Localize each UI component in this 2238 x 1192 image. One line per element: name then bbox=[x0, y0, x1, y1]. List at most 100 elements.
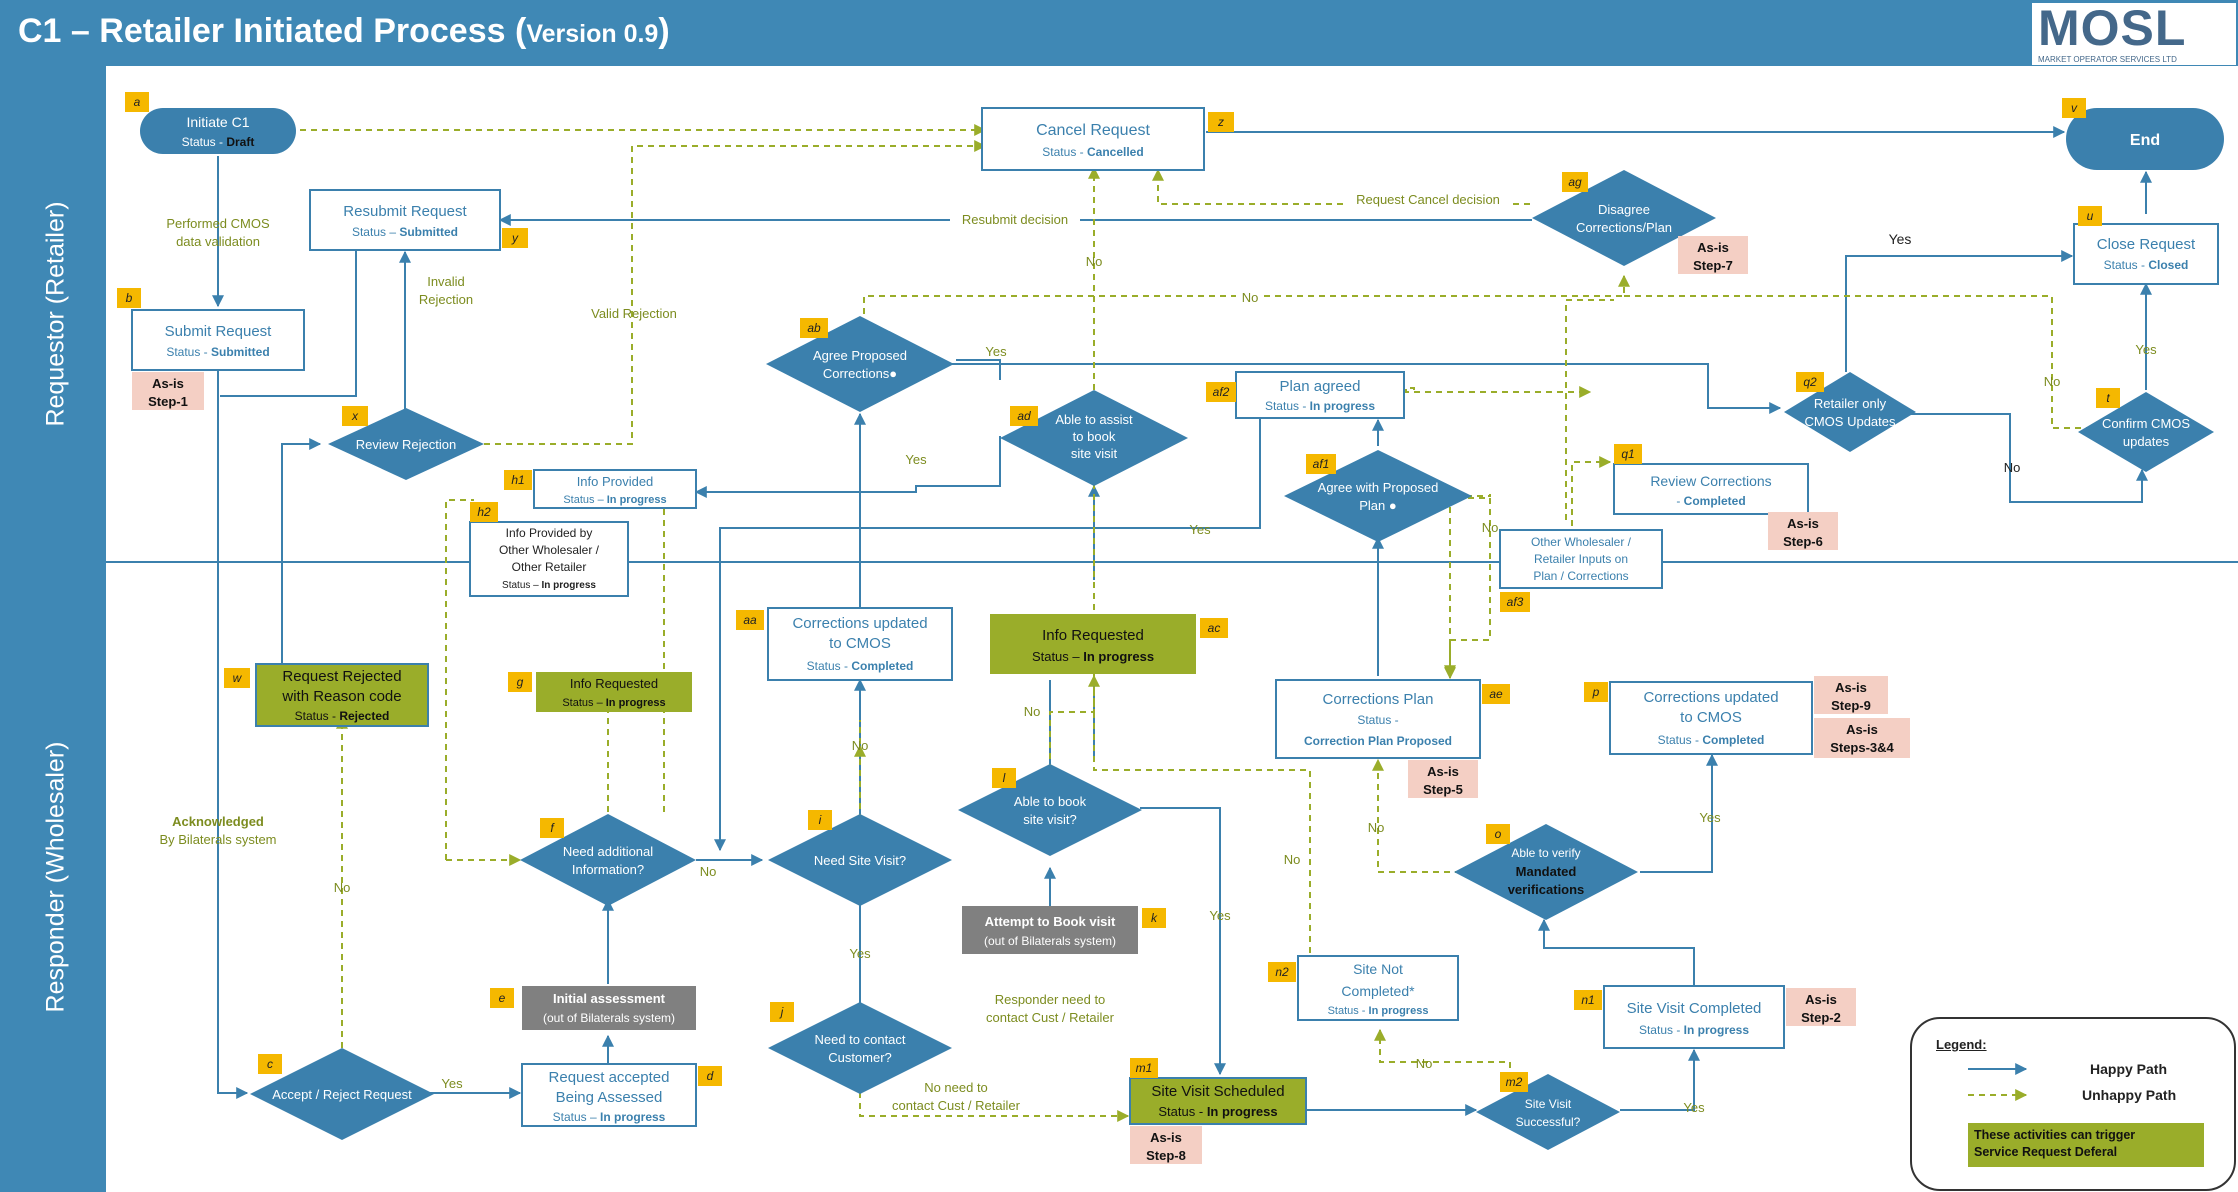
tag-h2: h2 bbox=[477, 505, 491, 519]
node-ab-agree-proposed-corrections: Agree Proposed Corrections● bbox=[766, 316, 954, 412]
svg-text:Status – In progress: Status – In progress bbox=[502, 580, 596, 591]
svg-text:Confirm CMOS: Confirm CMOS bbox=[2102, 416, 2190, 431]
svg-text:As-is: As-is bbox=[1697, 240, 1729, 255]
svg-text:As-is: As-is bbox=[1427, 764, 1459, 779]
svg-text:Attempt to Book visit: Attempt to Book visit bbox=[985, 914, 1116, 929]
svg-text:As-is: As-is bbox=[1835, 680, 1867, 695]
svg-text:Status -: Status - bbox=[1357, 713, 1398, 727]
node-af2-plan-agreed: Plan agreed Status - In progress bbox=[1235, 371, 1405, 419]
svg-text:Status - Draft: Status - Draft bbox=[182, 135, 255, 149]
label-no-i: No bbox=[852, 738, 869, 753]
legend-unhappy-path: Unhappy Path bbox=[2082, 1087, 2177, 1103]
node-b-submit-request: Submit Request Status - Submitted bbox=[131, 309, 305, 371]
node-w-request-rejected: Request Rejected with Reason code Status… bbox=[255, 663, 429, 727]
label-yes-ab: Yes bbox=[985, 344, 1007, 359]
svg-text:Status – Submitted: Status – Submitted bbox=[352, 225, 458, 239]
label-valid-rejection: Valid Rejection bbox=[591, 306, 677, 321]
svg-text:Other Wholesaler /: Other Wholesaler / bbox=[1531, 535, 1632, 549]
node-aa-corrections-updated: Corrections updated to CMOS Status - Com… bbox=[767, 607, 953, 681]
responder-lane-band bbox=[0, 562, 106, 1192]
tag-t: t bbox=[2106, 391, 2110, 405]
svg-text:Initiate C1: Initiate C1 bbox=[186, 114, 249, 130]
svg-text:Plan / Corrections: Plan / Corrections bbox=[1533, 569, 1628, 583]
svg-text:Resubmit Request: Resubmit Request bbox=[343, 203, 467, 220]
svg-text:Status – In progress: Status – In progress bbox=[553, 1110, 666, 1124]
svg-text:Successful?: Successful? bbox=[1516, 1115, 1581, 1129]
tag-q2: q2 bbox=[1803, 375, 1817, 389]
svg-text:Status – In progress: Status – In progress bbox=[563, 494, 666, 506]
node-z-cancel-request: Cancel Request Status - Cancelled bbox=[981, 107, 1205, 171]
svg-text:Customer?: Customer? bbox=[828, 1050, 892, 1065]
unhappy-path-edges bbox=[300, 124, 2094, 1122]
svg-text:Status - Cancelled: Status - Cancelled bbox=[1042, 145, 1143, 159]
tag-p: p bbox=[1592, 685, 1600, 699]
svg-text:Info Provided by: Info Provided by bbox=[506, 526, 593, 540]
svg-text:Able to verify: Able to verify bbox=[1511, 846, 1580, 860]
svg-text:Retailer only: Retailer only bbox=[1814, 396, 1887, 411]
node-m2-site-visit-successful: Site Visit Successful? bbox=[1476, 1074, 1620, 1150]
requestor-lane-band bbox=[0, 66, 106, 562]
node-g-info-requested: Info Requested Status – In progress bbox=[536, 672, 692, 712]
label-request-cancel: Request Cancel decision bbox=[1356, 192, 1500, 207]
svg-text:Need to contact: Need to contact bbox=[814, 1032, 905, 1047]
label-performed-cmos: Performed CMOS bbox=[166, 216, 270, 231]
svg-text:Step-8: Step-8 bbox=[1146, 1148, 1186, 1163]
legend: Legend: Happy Path Unhappy Path These ac… bbox=[1910, 1017, 2236, 1191]
svg-text:Info Requested: Info Requested bbox=[1042, 627, 1144, 644]
svg-text:Other Retailer: Other Retailer bbox=[512, 560, 587, 574]
tag-v: v bbox=[2071, 101, 2078, 115]
node-d-request-accepted: Request accepted Being Assessed Status –… bbox=[521, 1063, 697, 1127]
svg-text:Status - In progress: Status - In progress bbox=[1265, 399, 1375, 413]
svg-text:site visit?: site visit? bbox=[1023, 812, 1076, 827]
svg-text:Need additional: Need additional bbox=[563, 844, 653, 859]
label-responder-need: Responder need to bbox=[995, 992, 1106, 1007]
node-u-close-request: Close Request Status - Closed bbox=[2073, 223, 2219, 285]
tag-z: z bbox=[1217, 115, 1224, 129]
svg-text:Close Request: Close Request bbox=[2097, 236, 2196, 253]
svg-text:End: End bbox=[2130, 132, 2160, 149]
svg-text:Retailer Inputs on: Retailer Inputs on bbox=[1534, 552, 1628, 566]
label-no-ab: No bbox=[1242, 290, 1259, 305]
node-i-need-site-visit: Need Site Visit? bbox=[768, 814, 952, 906]
svg-text:Initial assessment: Initial assessment bbox=[553, 991, 666, 1006]
label-resubmit-decision: Resubmit decision bbox=[962, 212, 1068, 227]
svg-text:Site Visit Completed: Site Visit Completed bbox=[1627, 1000, 1762, 1017]
label-no-t: No bbox=[2044, 374, 2061, 389]
tag-b: b bbox=[126, 291, 133, 305]
tag-ad: ad bbox=[1017, 409, 1031, 423]
svg-text:As-is: As-is bbox=[1787, 516, 1819, 531]
label-no-af1: No bbox=[1482, 520, 1499, 535]
svg-text:Accept / Reject Request: Accept / Reject Request bbox=[272, 1087, 412, 1102]
node-tags: a b y x z v ag u ab ad af2 af1 q2 t q1 h… bbox=[117, 92, 2120, 1092]
tag-ab: ab bbox=[807, 321, 821, 335]
label-yes-l: Yes bbox=[1209, 908, 1231, 923]
page-title: C1 – Retailer Initiated Process (Version… bbox=[18, 12, 670, 50]
svg-text:Info Requested: Info Requested bbox=[570, 676, 658, 691]
svg-text:As-is: As-is bbox=[1150, 1130, 1182, 1145]
tag-c: c bbox=[267, 1057, 273, 1071]
label-yes-m2: Yes bbox=[1683, 1100, 1705, 1115]
node-j-need-to-contact: Need to contact Customer? bbox=[768, 1002, 952, 1094]
label-yes-o: Yes bbox=[1699, 810, 1721, 825]
svg-text:Agree with Proposed: Agree with Proposed bbox=[1318, 480, 1439, 495]
svg-text:site visit: site visit bbox=[1071, 446, 1118, 461]
tag-m2: m2 bbox=[1506, 1075, 1523, 1089]
svg-text:updates: updates bbox=[2123, 434, 2170, 449]
svg-text:Corrections updated: Corrections updated bbox=[792, 615, 927, 632]
tag-j: j bbox=[779, 1005, 784, 1019]
svg-text:Able to assist: Able to assist bbox=[1055, 412, 1133, 427]
tag-y: y bbox=[511, 231, 519, 245]
node-af3-other-inputs: Other Wholesaler / Retailer Inputs on Pl… bbox=[1499, 529, 1663, 589]
legend-olive-box: These activities can trigger Service Req… bbox=[1968, 1123, 2204, 1167]
node-m1-site-visit-scheduled: Site Visit Scheduled Status - In progres… bbox=[1129, 1077, 1307, 1125]
node-y-resubmit-request: Resubmit Request Status – Submitted bbox=[309, 189, 501, 251]
svg-text:Mandated: Mandated bbox=[1516, 864, 1577, 879]
label-no-m2: No bbox=[1416, 1056, 1433, 1071]
tag-m1: m1 bbox=[1136, 1061, 1153, 1075]
label-yes-q2: Yes bbox=[1889, 231, 1912, 247]
node-q1-review-corrections: Review Corrections - Completed bbox=[1613, 463, 1809, 515]
svg-text:Information?: Information? bbox=[572, 862, 644, 877]
svg-text:Review Rejection: Review Rejection bbox=[356, 437, 456, 452]
node-h1-info-provided: Info Provided Status – In progress bbox=[533, 469, 697, 509]
